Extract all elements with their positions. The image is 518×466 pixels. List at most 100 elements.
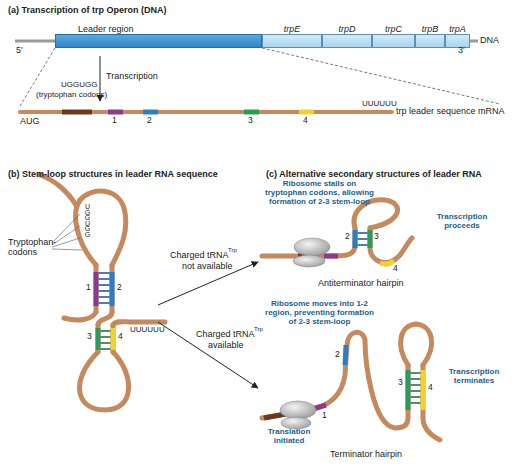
codon-sequence: UGGUGG	[61, 81, 97, 90]
segment-4	[299, 110, 314, 115]
dna-segment: trpE	[262, 34, 322, 48]
rna-strand	[262, 228, 355, 256]
dna-segment: trpA	[445, 34, 470, 48]
segment-4	[111, 328, 116, 350]
segment-number: 2	[147, 116, 152, 125]
codon-callout: Tryptophan- codons	[8, 238, 60, 258]
process-label: Transcription	[106, 72, 158, 82]
dna-segment: trpB	[415, 34, 445, 48]
rna-loop	[80, 352, 129, 410]
segment-1	[94, 272, 99, 306]
segment-2	[345, 345, 346, 365]
segment-number: 4	[118, 332, 123, 341]
rna-link	[98, 312, 112, 325]
dna-segment: trpD	[322, 34, 372, 48]
rna-tail	[40, 175, 76, 205]
rna-stem	[111, 325, 116, 352]
callout-text: Translation initiated	[258, 428, 320, 446]
dna-segment: trpC	[372, 34, 415, 48]
segment-number: 3	[248, 116, 253, 125]
segment-4	[421, 370, 426, 410]
base-pairs	[411, 373, 421, 403]
segment-4	[380, 261, 394, 264]
condition-arrow	[158, 262, 258, 305]
leader-rna	[40, 175, 165, 410]
condition-label: Charged tRNA	[170, 251, 229, 261]
rna-strand	[262, 332, 408, 428]
molecule-label: trp leader sequence mRNA	[396, 107, 505, 117]
segment-number: 4	[303, 116, 308, 125]
ribosome	[293, 255, 325, 267]
segment-number: 3	[87, 332, 92, 341]
leader-rna	[262, 200, 412, 263]
gene-label: trpC	[373, 24, 414, 35]
rna-stem	[110, 265, 115, 312]
segment-3	[96, 328, 101, 350]
condition-label: Trp	[228, 247, 237, 254]
segment-number: 2	[117, 283, 122, 292]
codon-sequence: UGGUGG	[84, 203, 91, 236]
codon-segment	[62, 110, 92, 115]
leader-lines	[52, 214, 82, 250]
mrna-strand	[20, 110, 392, 114]
segment-number: 3	[398, 378, 403, 387]
ribosome	[294, 238, 330, 256]
segment-number: 2	[335, 350, 340, 359]
zoom-line	[262, 48, 500, 104]
segment-number: 3	[374, 232, 379, 241]
terminator-sequence: UUUUUU	[130, 326, 165, 335]
base-pairs	[99, 273, 110, 303]
segment-3	[368, 230, 373, 248]
panel-heading: (b) Stem-loop structures in leader RNA s…	[8, 170, 218, 180]
leader-rna	[262, 324, 440, 440]
codon-label: AUG	[20, 117, 40, 127]
strand-end: 3′	[458, 46, 465, 56]
gene-label: trpB	[416, 24, 444, 35]
segment-2	[143, 110, 158, 115]
codon-note: (tryptophan codons)	[36, 91, 107, 100]
molecule-label: DNA	[480, 36, 499, 46]
segment-2	[110, 272, 115, 306]
rna-tail	[64, 312, 96, 320]
rna-strand	[370, 228, 412, 263]
segment-1	[108, 110, 123, 115]
condition-label: Charged tRNA	[196, 330, 255, 340]
gene-label: trpD	[323, 24, 371, 35]
outcome-text: Transcription terminates	[438, 368, 510, 386]
segment-number: 1	[322, 411, 327, 420]
base-pairs	[358, 233, 368, 245]
outcome-text: Transcription proceeds	[428, 213, 496, 231]
segment-number: 4	[393, 264, 398, 273]
segment-3	[244, 110, 259, 115]
rna-strand	[423, 365, 440, 440]
rna-loop	[76, 191, 126, 265]
condition-label: available	[208, 341, 244, 351]
callout-text: Ribosome stalls on tryptophan codons, al…	[262, 180, 377, 207]
ribosome	[280, 401, 316, 419]
rna-stem	[96, 325, 101, 352]
callout-text: Ribosome moves into 1-2 region, preventi…	[262, 300, 377, 327]
segment-1	[324, 254, 338, 259]
gene-label: trpE	[263, 24, 321, 35]
condition-label: Trp	[254, 326, 263, 333]
strand-end: 5′	[16, 46, 23, 56]
structure-label: Antiterminator hairpin	[318, 279, 404, 289]
rna-tail	[113, 322, 165, 325]
segment-number: 2	[345, 232, 350, 241]
condition-arrow	[158, 322, 258, 388]
segment-3	[406, 370, 411, 410]
panel-heading: (a) Transcription of trp Operon (DNA)	[8, 6, 167, 16]
gene-label: Leader region	[56, 24, 261, 35]
segment-number: 4	[428, 383, 433, 392]
panel-heading: (c) Alternative secondary structures of …	[266, 170, 482, 180]
structure-label: Terminator hairpin	[330, 450, 402, 460]
terminator-sequence: UUUUUU	[362, 100, 397, 109]
condition-label: not available	[182, 262, 233, 272]
rna-stem	[94, 265, 99, 312]
segment-number: 1	[112, 116, 117, 125]
base-pairs	[101, 331, 111, 349]
segment-number: 1	[86, 283, 91, 292]
segment-2	[353, 230, 358, 248]
